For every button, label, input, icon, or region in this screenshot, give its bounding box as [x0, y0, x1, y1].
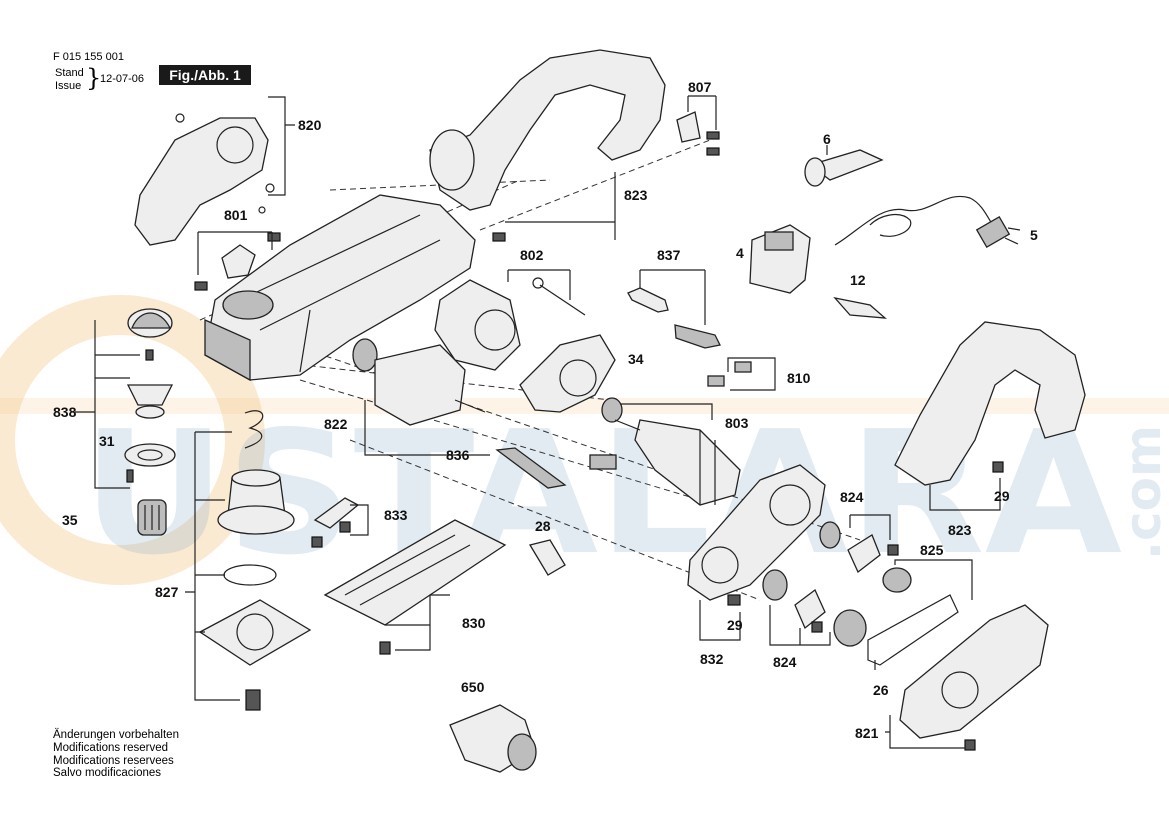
part-31-washer	[137, 449, 163, 461]
part-810-brushes	[707, 357, 776, 391]
part-824-bearings	[762, 514, 899, 646]
part-820-cover	[134, 96, 295, 246]
label-821: 821	[855, 725, 879, 741]
document-number: F 015 155 001	[53, 51, 124, 63]
part-832-gear-housing	[687, 464, 826, 641]
figure-label: Fig./Abb. 1	[159, 65, 251, 85]
label-34: 34	[628, 351, 644, 367]
part-837-wrench	[627, 269, 721, 349]
part-35-filter	[137, 499, 167, 536]
label-28: 28	[535, 518, 551, 534]
label-4: 4	[736, 245, 744, 261]
label-31: 31	[99, 433, 115, 449]
watermark-circle	[0, 295, 265, 585]
issue-label: Issue	[55, 80, 82, 92]
part-28-bracket	[528, 539, 566, 576]
part-6-aux-handle	[804, 145, 884, 187]
label-832: 832	[700, 651, 724, 667]
note-spanish: Salvo modificaciones	[53, 767, 162, 780]
note-french: Modifications reservees	[53, 754, 174, 767]
label-836: 836	[446, 447, 470, 463]
label-822: 822	[324, 416, 348, 432]
label-830: 830	[462, 615, 486, 631]
label-838: 838	[53, 404, 77, 420]
label-807: 807	[688, 79, 712, 95]
label-824-top: 824	[840, 489, 864, 505]
stand-label: Stand	[55, 67, 84, 79]
part-12-clamp	[833, 296, 887, 319]
main-housing	[204, 194, 476, 382]
label-820: 820	[298, 117, 322, 133]
part-5-power-cord	[834, 195, 1021, 249]
label-12: 12	[850, 272, 866, 288]
part-823-handle	[429, 49, 666, 242]
modification-notes: Änderungen vorbehalten Modifications res…	[53, 729, 179, 780]
label-801: 801	[224, 207, 248, 223]
part-822-motor	[352, 338, 490, 456]
label-29-center: 29	[727, 617, 743, 633]
label-823-right: 823	[948, 522, 972, 538]
watermark-domain: .com	[1114, 425, 1169, 560]
part-825-pulleys	[833, 559, 973, 670]
part-836-strip	[495, 447, 567, 489]
part-807-bracket	[676, 95, 720, 156]
label-802: 802	[520, 247, 544, 263]
part-827-depth-stack	[185, 410, 312, 711]
part-838-knob-stack	[75, 308, 176, 489]
part-labels: 820 823 807 6 801 5 4 802 837 12 34 810 …	[53, 79, 1038, 741]
part-650-accessory	[449, 704, 537, 773]
part-833-clip	[311, 497, 369, 548]
part-801-gasket	[194, 231, 281, 291]
part-4-switch	[749, 224, 811, 294]
label-35: 35	[62, 512, 78, 528]
label-823-top: 823	[624, 187, 648, 203]
label-650: 650	[461, 679, 485, 695]
label-5: 5	[1030, 227, 1038, 243]
part-821-cover	[885, 604, 1049, 751]
label-6: 6	[823, 131, 831, 147]
part-803-armature	[589, 397, 741, 506]
label-26: 26	[873, 682, 889, 698]
brace-glyph: }	[86, 64, 102, 92]
issue-date: 12-07-06	[100, 73, 145, 85]
part-823-rear-handle	[894, 321, 1086, 511]
label-803: 803	[725, 415, 749, 431]
part-802-screws	[507, 269, 586, 316]
part-34-baffle	[519, 334, 616, 413]
part-830-baseplate	[323, 519, 507, 655]
stator	[434, 279, 521, 371]
note-english: Modifications reserved	[53, 741, 169, 754]
label-825: 825	[920, 542, 944, 558]
watermark-band	[0, 398, 1169, 414]
label-827: 827	[155, 584, 179, 600]
label-29-right: 29	[994, 488, 1010, 504]
label-824-bottom: 824	[773, 654, 797, 670]
label-810: 810	[787, 370, 811, 386]
label-837: 837	[657, 247, 681, 263]
note-german: Änderungen vorbehalten	[53, 729, 179, 741]
label-833: 833	[384, 507, 408, 523]
